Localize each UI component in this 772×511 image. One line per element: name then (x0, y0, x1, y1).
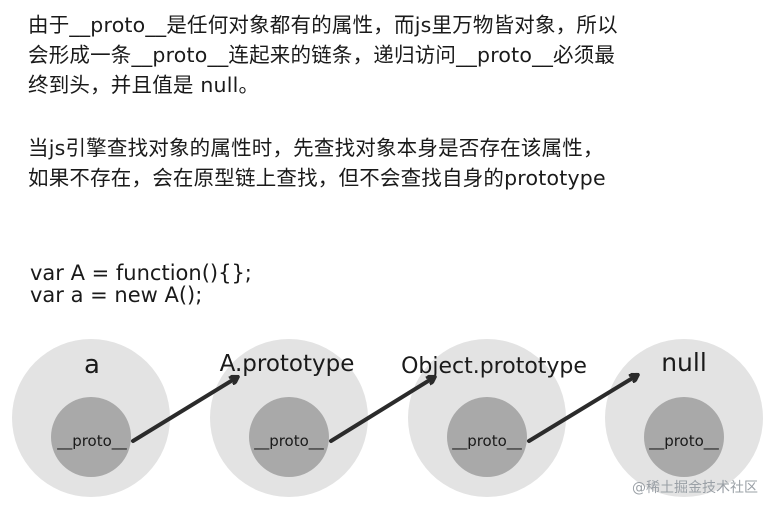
node-a-inner-circle (51, 397, 131, 477)
node-object-prototype-label: Object.prototype (401, 354, 587, 379)
lookup-line-2: 如果不存在，会在原型链上查找，但不会查找自身的prototype (28, 166, 606, 190)
code-sample: var A = function(){}; var a = new A(); (30, 262, 252, 306)
arrow-a-prototype-to-object-prototype (329, 378, 433, 443)
node-a-prototype-proto-label: __proto__ (253, 432, 324, 451)
node-object-prototype-proto-label: __proto__ (451, 432, 522, 451)
code-line-1: var A = function(){}; (30, 261, 252, 285)
node-null-label: null (661, 348, 707, 377)
node-null-inner-circle (644, 397, 724, 477)
intro-paragraph: 由于__proto__是任何对象都有的属性，而js里万物皆对象，所以 会形成一条… (28, 10, 748, 100)
node-a: a __proto__ (12, 339, 170, 497)
watermark: @稀土掘金技术社区 (632, 480, 758, 496)
lookup-line-1: 当js引擎查找对象的属性时，先查找对象本身是否存在该属性， (28, 136, 604, 160)
node-a-label: a (84, 350, 100, 380)
node-a-prototype-label: A.prototype (220, 351, 355, 377)
intro-line-3: 终到头，并且值是 null。 (28, 73, 260, 97)
node-null-proto-label: __proto__ (648, 432, 719, 451)
node-object-prototype-inner-circle (447, 397, 527, 477)
node-object-prototype: Object.prototype __proto__ (401, 339, 587, 497)
node-a-prototype-inner-circle (249, 397, 329, 477)
intro-line-1: 由于__proto__是任何对象都有的属性，而js里万物皆对象，所以 (28, 13, 618, 37)
node-a-proto-label: __proto__ (56, 432, 127, 451)
node-null: null __proto__ (605, 339, 763, 497)
intro-line-2: 会形成一条__proto__连起来的链条，递归访问__proto__必须最 (28, 43, 616, 67)
arrow-object-prototype-to-null (527, 376, 636, 443)
code-line-2: var a = new A(); (30, 283, 203, 307)
lookup-paragraph: 当js引擎查找对象的属性时，先查找对象本身是否存在该属性， 如果不存在，会在原型… (28, 133, 748, 193)
arrow-a-to-a-prototype (131, 378, 236, 443)
node-a-prototype: A.prototype __proto__ (210, 339, 368, 497)
